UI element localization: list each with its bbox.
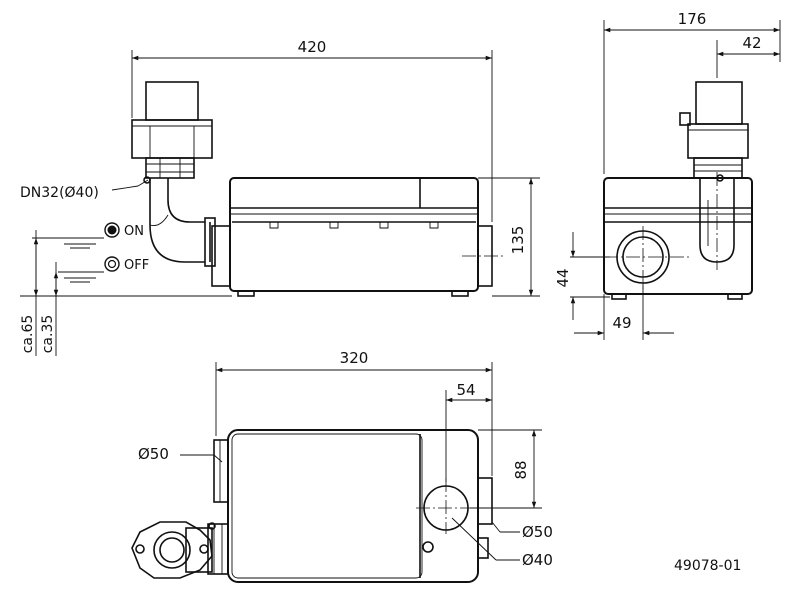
dimension-176-text: 176 — [678, 10, 707, 28]
dimension-135: 135 — [478, 177, 540, 297]
dimension-420: 420 — [131, 38, 493, 222]
dimension-420-text: 420 — [298, 38, 327, 56]
dimension-44-text: 44 — [554, 268, 572, 287]
dimension-320: 320 — [215, 349, 493, 476]
water-levels: ca.65 ca.35 — [20, 230, 232, 356]
level-low-label: ca.35 — [40, 315, 56, 354]
callout-right-inlet: Ø50 — [491, 521, 553, 541]
right-inlet-label: Ø50 — [522, 523, 553, 541]
dimension-42: 42 — [716, 34, 780, 78]
drawing-number: 49078-01 — [674, 558, 741, 574]
front-view — [131, 81, 505, 297]
switch-on-label: ON — [124, 224, 144, 239]
center-inlet-label: Ø40 — [522, 551, 553, 569]
switch-off: OFF — [104, 256, 149, 273]
callout-left-inlet: Ø50 — [138, 445, 223, 463]
dimension-54-text: 54 — [456, 381, 475, 399]
dimension-42-text: 42 — [742, 34, 761, 52]
side-view — [603, 81, 753, 300]
dimension-49: 49 — [574, 283, 674, 340]
dimension-49-text: 49 — [612, 314, 631, 332]
left-inlet-label: Ø50 — [138, 445, 169, 463]
top-view — [131, 429, 493, 583]
pipe-label: DN32(Ø40) — [20, 185, 99, 201]
dimension-44: 44 — [554, 232, 610, 320]
dimension-320-text: 320 — [340, 349, 369, 367]
dimension-135-text: 135 — [509, 226, 527, 255]
dimension-176: 176 — [603, 10, 781, 174]
pipe-callout: DN32(Ø40) — [20, 179, 149, 201]
switch-on: ON — [104, 222, 144, 239]
callout-center-inlet: Ø40 — [451, 517, 553, 569]
level-high-label: ca.65 — [20, 315, 36, 354]
dimension-88: 88 — [470, 429, 542, 509]
dimension-54: 54 — [445, 381, 492, 482]
switch-off-label: OFF — [124, 258, 149, 273]
dimension-88-text: 88 — [512, 460, 530, 479]
